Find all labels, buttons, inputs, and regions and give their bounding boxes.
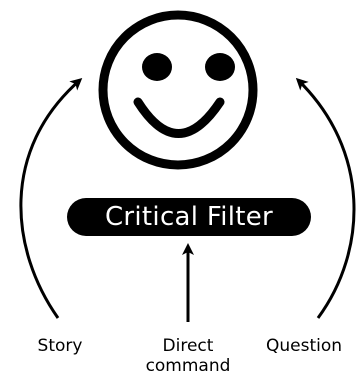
smiley-face-icon	[98, 10, 258, 170]
direct-command-label-line1: Direct	[162, 336, 214, 356]
question-arrow	[295, 77, 356, 319]
critical-filter-label: Critical Filter	[104, 202, 274, 232]
right-eye	[205, 53, 235, 81]
question-label: Question	[265, 336, 343, 356]
story-arrow	[19, 78, 83, 319]
left-eye	[142, 53, 172, 81]
critical-filter-badge: Critical Filter	[67, 198, 311, 236]
smile-mouth	[133, 97, 225, 138]
story-label: Story	[37, 336, 83, 356]
direct-command-label-line2: command	[145, 356, 231, 376]
